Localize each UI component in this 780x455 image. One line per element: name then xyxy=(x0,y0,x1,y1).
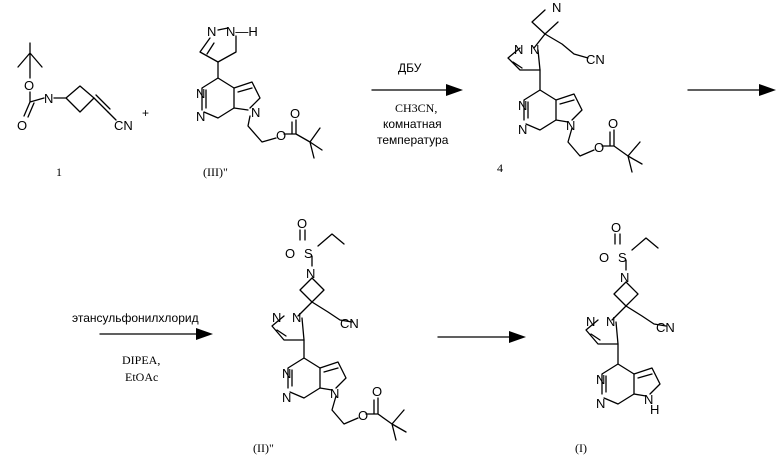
compound-II-label: (II)" xyxy=(253,441,274,455)
atom-O: O xyxy=(297,216,307,231)
atom-H: H xyxy=(650,402,659,417)
reaction-arrow-1 xyxy=(372,84,463,96)
atom-N: N xyxy=(518,122,527,137)
arrow-1-condition-1: CH3CN, xyxy=(395,101,437,115)
atom-S: S xyxy=(618,250,627,265)
atom-N: N xyxy=(207,24,216,39)
atom-N: N xyxy=(251,105,260,120)
compound-III-structure: N N N N N—H O O xyxy=(196,24,322,158)
compound-1-structure: O O N CN xyxy=(17,43,133,133)
atom-N: N xyxy=(282,366,291,381)
atom-N: N xyxy=(530,42,539,57)
atom-O: O xyxy=(608,116,618,131)
atom-O: O xyxy=(594,140,604,155)
atom-CN: CN xyxy=(114,118,133,133)
atom-NH: N—H xyxy=(226,24,258,39)
atom-O: O xyxy=(285,246,295,261)
atom-N: N xyxy=(282,390,291,405)
atom-N: N xyxy=(566,118,575,133)
compound-III-label: (III)" xyxy=(203,165,228,179)
atom-N: N xyxy=(330,386,339,401)
atom-N: N xyxy=(606,314,615,329)
compound-4-label: 4 xyxy=(497,161,503,175)
compound-II-structure: O O S N N N CN N N N O O xyxy=(272,216,406,440)
atom-O: O xyxy=(276,128,286,143)
atom-O: O xyxy=(358,408,368,423)
atom-N: N xyxy=(292,310,301,325)
arrow-3-condition-1: DIPEA, xyxy=(122,353,160,367)
atom-O: O xyxy=(290,106,300,121)
compound-1-label: 1 xyxy=(56,165,62,179)
atom-CN: CN xyxy=(340,316,359,331)
reaction-arrow-2 xyxy=(688,84,776,96)
atom-O: O xyxy=(372,384,382,399)
atom-N: N xyxy=(552,0,561,15)
atom-N: N xyxy=(596,396,605,411)
arrow-3-reagent: этансульфонилхлорид xyxy=(72,311,199,325)
atom-O: O xyxy=(17,118,27,133)
atom-CN: CN xyxy=(586,52,605,67)
atom-N: N xyxy=(196,109,205,124)
atom-N: N xyxy=(44,91,53,106)
atom-S: S xyxy=(304,246,313,261)
atom-N: N xyxy=(586,314,595,329)
atom-CN: CN xyxy=(656,320,675,335)
atom-N: N xyxy=(306,266,315,281)
atom-O: O xyxy=(611,220,621,235)
arrow-1-condition-2: комнатная xyxy=(383,117,442,131)
compound-4-structure: N N N CN N N N O O xyxy=(508,0,642,172)
atom-N: N xyxy=(596,372,605,387)
arrow-1-condition-3: температура xyxy=(377,133,449,147)
reaction-arrow-4 xyxy=(438,331,526,343)
compound-I-structure: O O S N N N CN N N N H xyxy=(586,220,675,417)
arrow-3-condition-2: EtOAc xyxy=(125,370,158,384)
atom-O: O xyxy=(24,78,34,93)
atom-N: N xyxy=(620,270,629,285)
reaction-arrow-3 xyxy=(100,328,213,340)
atom-N: N xyxy=(196,86,205,101)
arrow-1-reagent: ДБУ xyxy=(398,61,422,75)
atom-O: O xyxy=(599,250,609,265)
atom-N: N xyxy=(272,310,281,325)
plus-sign: + xyxy=(142,106,149,120)
compound-I-label: (I) xyxy=(575,441,587,455)
atom-N: N xyxy=(514,42,523,57)
atom-N: N xyxy=(518,98,527,113)
